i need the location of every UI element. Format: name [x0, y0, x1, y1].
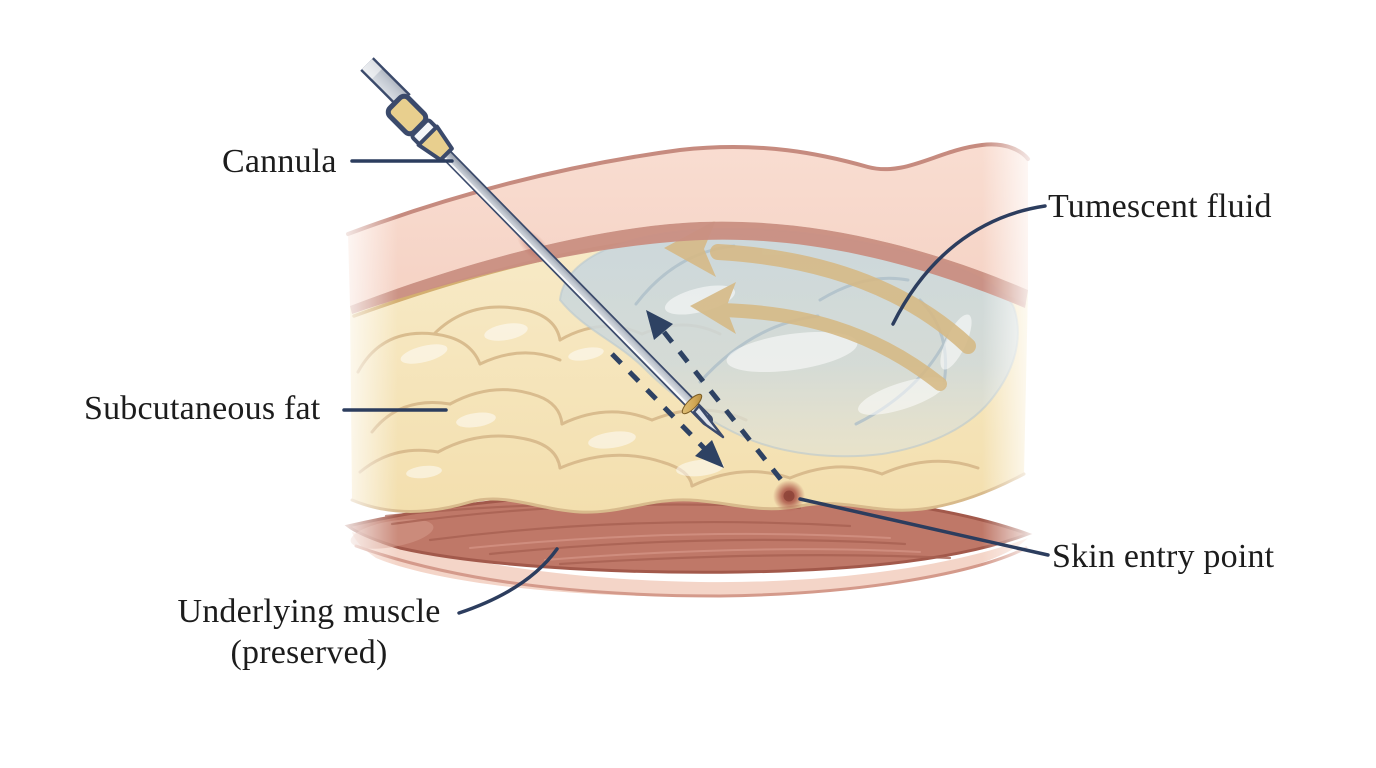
leader-skin-entry-point: [798, 497, 1050, 557]
cannula-instrument: [360, 57, 725, 439]
label-cannula: Cannula: [222, 143, 337, 180]
muscle-striation-highlights: [469, 532, 921, 561]
skin-band: [348, 144, 1028, 306]
fat-bottom-outline: [350, 472, 1026, 514]
cannula-hub-nut: [385, 93, 429, 137]
label-subcutaneous-fat: Subcutaneous fat: [84, 390, 321, 427]
motion-arrows: [610, 310, 788, 488]
motion-path-down: [610, 352, 706, 450]
motion-arrowhead-up: [646, 310, 673, 340]
label-underlying-muscle-line1: Underlying muscle: [177, 593, 441, 630]
cannula-tip: [692, 404, 725, 439]
motion-path-up: [662, 330, 788, 488]
fluid-flow-arrow-2-head: [690, 282, 736, 334]
cannula-shaft-highlight: [438, 151, 701, 418]
fascia-bottom-outline: [354, 544, 1028, 598]
fat-highlights: [400, 323, 724, 479]
label-underlying-muscle: Underlying muscle (preserved): [149, 591, 469, 673]
right-edge-fade: [982, 126, 1042, 612]
fluid-flow-arrow-2-shaft: [713, 303, 947, 391]
cannula-shaft: [437, 146, 709, 421]
fascia-layer: [352, 532, 1028, 598]
leader-tumescent-fluid: [891, 204, 1047, 326]
fascia-band: [352, 532, 1028, 597]
motion-arrowhead-down: [695, 440, 724, 468]
leader-lines: [342, 159, 1050, 615]
fluid-flow-arrow-1-shaft: [710, 244, 976, 354]
label-skin-entry-point: Skin entry point: [1052, 538, 1275, 575]
dermis-band: [350, 221, 1028, 314]
entry-point-marker: [773, 480, 805, 512]
left-edge-fade: [332, 126, 398, 612]
entry-point-core: [783, 490, 795, 502]
label-tumescent-fluid: Tumescent fluid: [1048, 188, 1272, 225]
cannula-side-port: [681, 393, 703, 415]
leader-underlying-muscle: [457, 547, 559, 615]
skin-top-outline: [346, 142, 1030, 236]
cannula-barrel-top-fade: [362, 59, 382, 79]
label-underlying-muscle-line2: (preserved): [230, 634, 388, 671]
